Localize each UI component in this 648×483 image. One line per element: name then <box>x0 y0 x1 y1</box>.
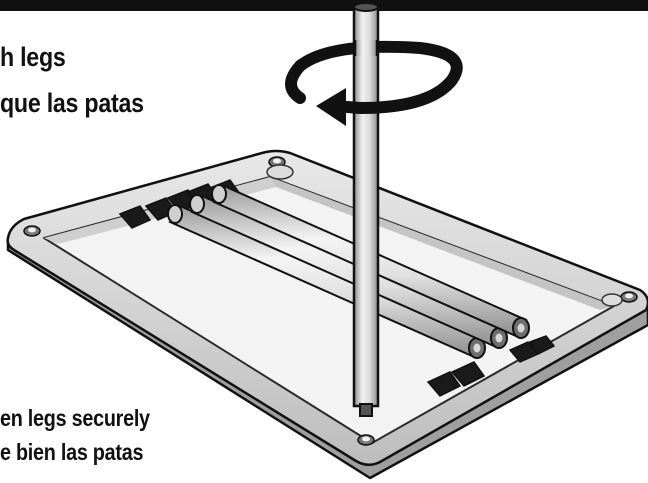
bottom-caption-english: en legs securely <box>0 405 150 431</box>
screw-hole-icon <box>620 291 638 303</box>
screw-hole-icon <box>23 225 41 237</box>
top-caption-spanish: que las patas <box>0 88 144 118</box>
rotate-arrow-icon <box>285 40 463 126</box>
upright-leg <box>352 2 380 417</box>
bottom-caption-spanish: e bien las patas <box>0 439 144 465</box>
top-rule <box>0 0 648 11</box>
screw-hole-icon <box>357 434 375 446</box>
leg-clips-right <box>426 335 556 397</box>
top-caption-english: h legs <box>0 42 66 72</box>
